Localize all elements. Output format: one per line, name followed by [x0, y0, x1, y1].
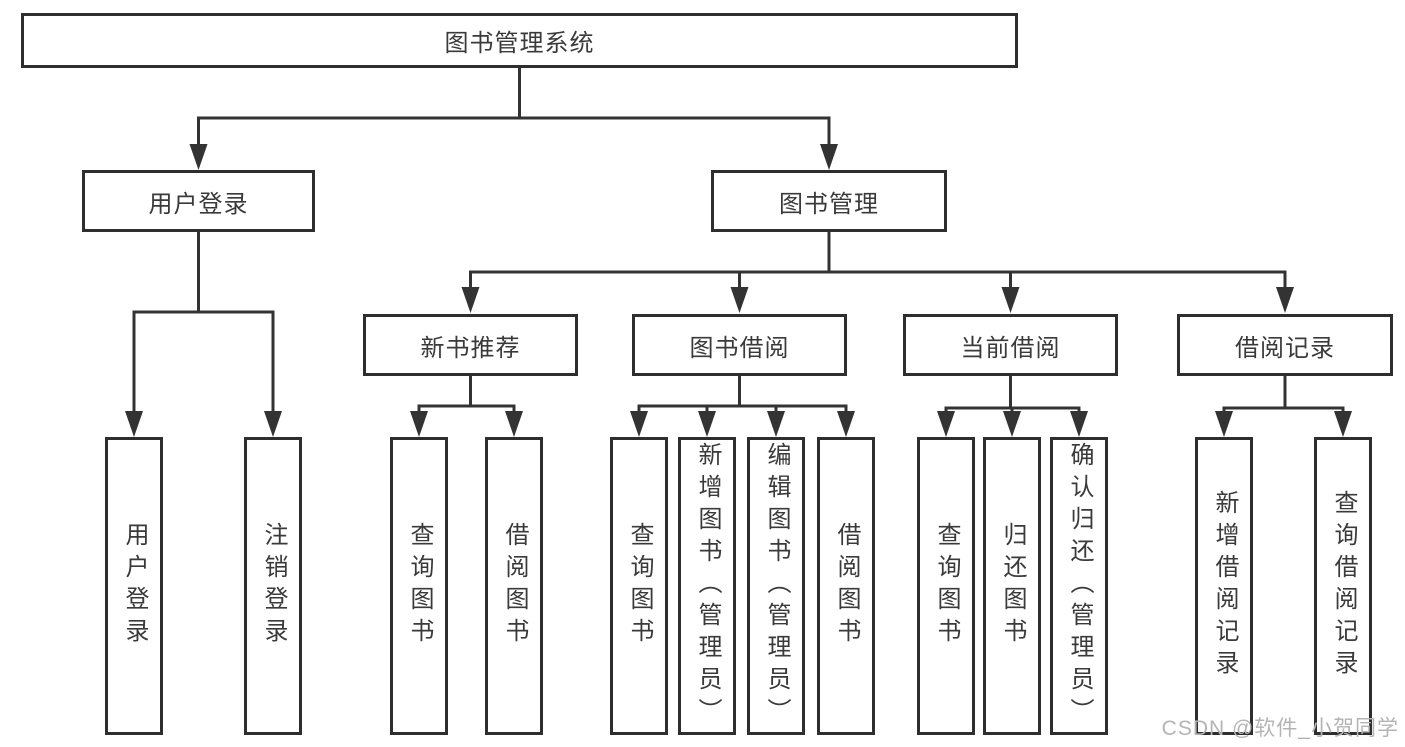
node-book-management: 图书管理 — [711, 170, 947, 232]
node-root-library-system: 图书管理系统 — [21, 13, 1018, 68]
leaf-add-borrow-record-label: 新增借阅记录 — [1211, 490, 1238, 682]
leaf-query-books-borrowing: 查询图书 — [610, 437, 668, 735]
node-user-login: 用户登录 — [82, 170, 315, 232]
leaf-return-books: 归还图书 — [983, 437, 1041, 735]
leaf-query-books-current: 查询图书 — [917, 437, 975, 735]
leaf-confirm-return-admin-label: 确认归还（管理员） — [1066, 442, 1093, 730]
leaf-query-books-recommend: 查询图书 — [390, 437, 448, 735]
leaf-query-borrow-record: 查询借阅记录 — [1314, 437, 1372, 735]
node-current-borrowing: 当前借阅 — [903, 314, 1118, 376]
leaf-borrow-books-borrowing: 借阅图书 — [817, 437, 875, 735]
node-book-borrowing: 图书借阅 — [632, 314, 847, 376]
node-borrowing-records: 借阅记录 — [1177, 314, 1393, 376]
leaf-borrow-books-recommend-label: 借阅图书 — [501, 522, 528, 650]
leaf-query-borrow-record-label: 查询借阅记录 — [1330, 490, 1357, 682]
leaf-query-books-current-label: 查询图书 — [933, 522, 960, 650]
leaf-return-books-label: 归还图书 — [999, 522, 1026, 650]
leaf-borrow-books-borrowing-label: 借阅图书 — [833, 522, 860, 650]
leaf-add-book-admin-label: 新增图书（管理员） — [694, 442, 721, 730]
leaf-borrow-books-recommend: 借阅图书 — [485, 437, 543, 735]
csdn-watermark: CSDN @软件_小贺同学 — [1161, 717, 1399, 740]
leaf-user-login-label: 用户登录 — [121, 522, 148, 650]
leaf-query-books-borrowing-label: 查询图书 — [626, 522, 653, 650]
leaf-logout: 注销登录 — [244, 437, 302, 735]
leaf-edit-book-admin: 编辑图书（管理员） — [747, 437, 805, 735]
arrowhead-icons — [125, 144, 1352, 437]
leaf-add-borrow-record: 新增借阅记录 — [1195, 437, 1253, 735]
node-new-book-recommend: 新书推荐 — [363, 314, 578, 376]
leaf-add-book-admin: 新增图书（管理员） — [678, 437, 736, 735]
leaf-confirm-return-admin: 确认归还（管理员） — [1050, 437, 1108, 735]
leaf-query-books-recommend-label: 查询图书 — [406, 522, 433, 650]
leaf-user-login: 用户登录 — [105, 437, 163, 735]
leaf-edit-book-admin-label: 编辑图书（管理员） — [763, 442, 790, 730]
leaf-logout-label: 注销登录 — [260, 522, 287, 650]
